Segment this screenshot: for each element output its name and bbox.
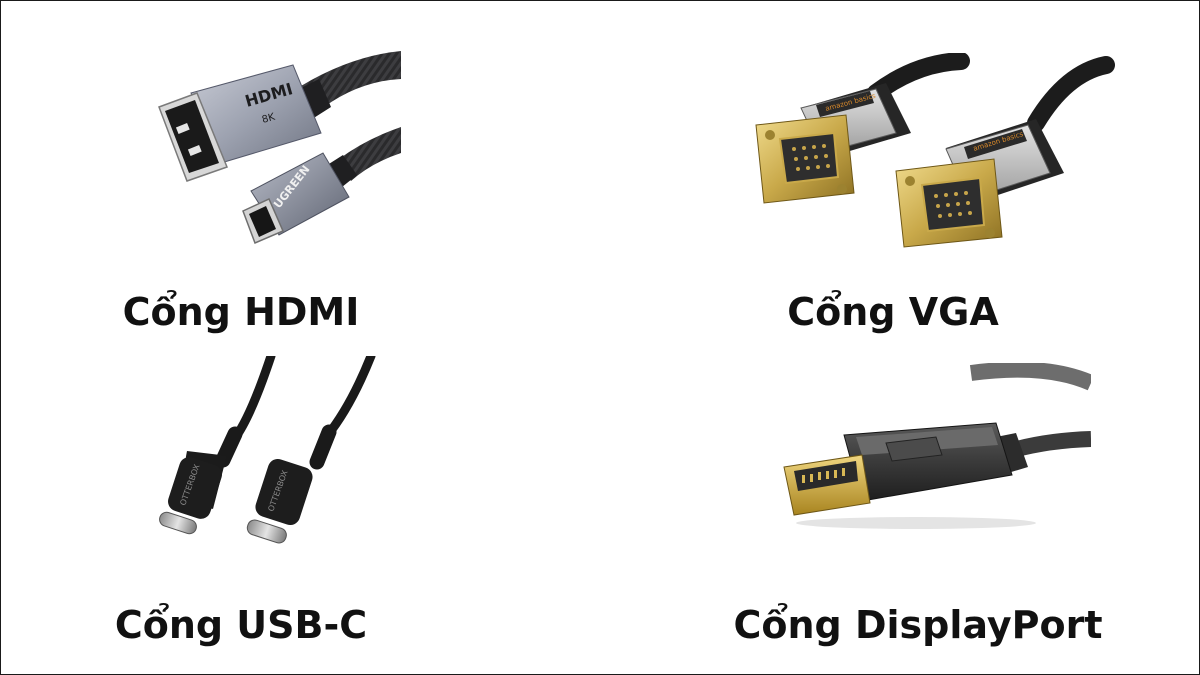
displayport-label: Cổng DisplayPort [733, 603, 1103, 647]
displayport-cable-image [766, 363, 1091, 533]
hdmi-spec-text: 8K [261, 112, 277, 126]
usbc-label: Cổng USB-C [114, 603, 368, 647]
usbc-cable-image: OTTERBOX OTTERBOX [151, 356, 381, 576]
hdmi-label: Cổng HDMI [122, 290, 360, 334]
vga-label: Cổng VGA [787, 290, 999, 334]
hdmi-cable-image: HDMI 8K UGREEN [151, 41, 401, 246]
vga-cable-image: amazon basics amazon basics [746, 53, 1116, 248]
